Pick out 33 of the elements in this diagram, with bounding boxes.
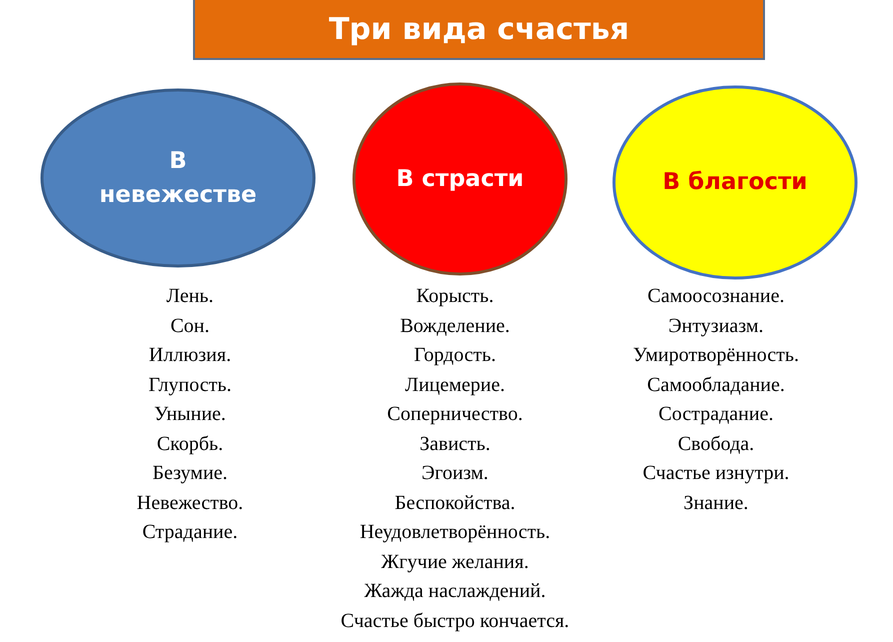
list-item: Невежество. [136,490,244,516]
node-label: В страсти [396,164,524,194]
list-item: Свобода. [676,432,756,456]
list-item: Уныние. [153,402,227,427]
list-item: Глупость. [148,372,232,398]
list-item: Знание. [682,490,750,516]
list-item: Сон. [169,314,211,338]
node-label: В благости [662,168,808,198]
list-item: Лень. [165,284,215,309]
list-item: Лицемерие. [404,372,506,398]
list-item: Соперничество. [386,402,524,427]
list-item: Страдание. [141,520,239,545]
list-item: Неудовлетворённость. [358,520,552,545]
list-item: Эгоизм. [420,461,490,486]
list-item: Умиротворённость. [632,343,800,368]
list-item: Жгучие желания. [380,550,530,574]
list-item: Счастье быстро кончается. [340,608,570,634]
list-item: Вожделение. [399,314,511,338]
list-item: Самообладание. [646,372,786,398]
list-item: Беспокойства. [394,490,516,516]
list-item: Сострадание. [658,402,774,427]
list-item: Энтузиазм. [667,314,765,338]
list-item: Жажда наслаждений. [363,579,547,604]
list-item: Скорбь. [156,432,224,456]
node-label: В невежестве [98,146,258,210]
list-item: Иллюзия. [148,343,232,368]
list-item: Зависть. [418,432,492,456]
title-banner: Три вида счастья [193,0,765,60]
list-item: Корысть. [415,284,495,309]
list-item: Гордость. [413,343,497,368]
list-item: Самоосознание. [646,284,786,309]
list-item: Счастье изнутри. [642,461,790,486]
list-item: Безумие. [151,461,229,486]
